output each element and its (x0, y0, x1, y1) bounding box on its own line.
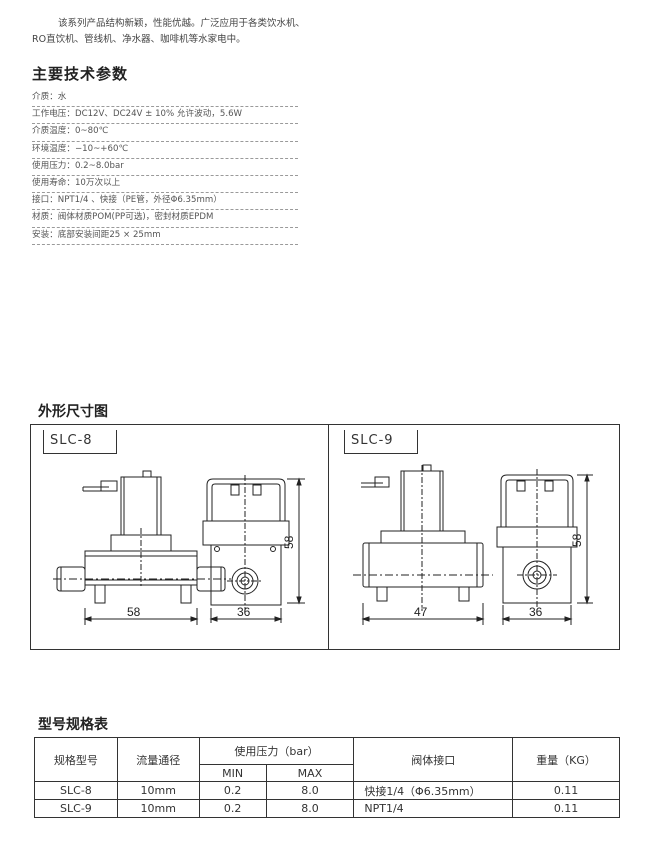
cell-weight: 0.11 (512, 781, 620, 800)
slc8-front-view (202, 475, 290, 611)
slc9-front-view (496, 469, 578, 611)
cell-model: SLC-9 (34, 799, 118, 818)
dimension-drawing-frame: SLC-8 SLC-9 (30, 424, 620, 650)
param-list: 介质：水 工作电压：DC12V、DC24V ± 10% 允许波动，5.6W 介质… (32, 90, 298, 245)
slc9-width-label: 47 (414, 605, 428, 619)
cell-weight: 0.11 (512, 799, 620, 818)
param-port: 接口：NPT1/4 、快接（PE管，外径Φ6.35mm） (32, 193, 298, 211)
model-spec-table: 规格型号 流量通径 使用压力（bar） 阀体接口 重量（KG） MIN MAX … (34, 737, 620, 818)
slc8-width-dim (83, 608, 199, 625)
header-flow: 流量通径 (116, 737, 200, 782)
param-material: 材质：阀体材质POM(PP可选)，密封材质EPDM (32, 210, 298, 228)
slc9-height-label: 58 (570, 533, 584, 547)
table-heading: 型号规格表 (38, 717, 108, 733)
model-tag-slc8: SLC-8 (43, 430, 117, 454)
intro-line-2: RO直饮机、管线机、净水器、咖啡机等水家电中。 (32, 34, 246, 45)
model-tag-slc9: SLC-9 (344, 430, 418, 454)
cell-min: 0.2 (198, 799, 267, 818)
header-pressure: 使用压力（bar） (198, 737, 355, 765)
cell-port: NPT1/4 (353, 799, 514, 818)
param-medium: 介质：水 (32, 90, 298, 108)
slc9-depth-dim (501, 605, 573, 625)
intro-text: 该系列产品结构新颖，性能优越。广泛应用于各类饮水机、 RO直饮机、管线机、净水器… (32, 16, 332, 48)
table-row: SLC-8 10mm 0.2 8.0 快接1/4（Φ6.35mm） 0.11 (34, 781, 620, 800)
param-lifetime: 使用寿命：10万次以上 (32, 176, 298, 194)
slc9-depth-label: 36 (529, 605, 543, 619)
slc8-height-dim (287, 477, 305, 605)
cell-max: 8.0 (265, 799, 355, 818)
param-medium-temp: 介质温度：0~80℃ (32, 124, 298, 142)
header-max: MAX (265, 764, 355, 782)
header-min: MIN (198, 764, 267, 782)
slc9-side-view (353, 464, 493, 611)
slc8-side-view (53, 470, 231, 604)
cell-max: 8.0 (265, 781, 355, 800)
slc8-height-label: 58 (282, 535, 296, 549)
param-ambient-temp: 环境温度：−10~+60℃ (32, 142, 298, 159)
drawing-divider (328, 425, 329, 649)
header-model: 规格型号 (34, 737, 118, 782)
cell-flow: 10mm (116, 799, 200, 818)
intro-line-1: 该系列产品结构新颖，性能优越。广泛应用于各类饮水机、 (58, 18, 306, 29)
dimension-drawing: 58 36 58 47 36 58 (53, 464, 593, 625)
slc8-depth-dim (209, 608, 283, 623)
dimension-heading: 外形尺寸图 (38, 404, 108, 420)
slc8-width-label: 58 (127, 605, 141, 619)
slc9-height-dim (577, 473, 593, 605)
cell-model: SLC-8 (34, 781, 118, 800)
param-install: 安装：底部安装间距25 × 25mm (32, 228, 298, 245)
param-voltage: 工作电压：DC12V、DC24V ± 10% 允许波动，5.6W (32, 107, 298, 125)
cell-min: 0.2 (198, 781, 267, 800)
spec-heading: 主要技术参数 (32, 65, 129, 83)
header-weight: 重量（KG） (512, 737, 620, 782)
table-row: SLC-9 10mm 0.2 8.0 NPT1/4 0.11 (34, 799, 620, 818)
cell-flow: 10mm (116, 781, 200, 800)
param-pressure: 使用压力：0.2~8.0bar (32, 159, 298, 176)
slc9-width-dim (361, 603, 485, 625)
cell-port: 快接1/4（Φ6.35mm） (353, 781, 514, 800)
header-port: 阀体接口 (353, 737, 514, 782)
slc8-depth-label: 36 (237, 605, 251, 619)
